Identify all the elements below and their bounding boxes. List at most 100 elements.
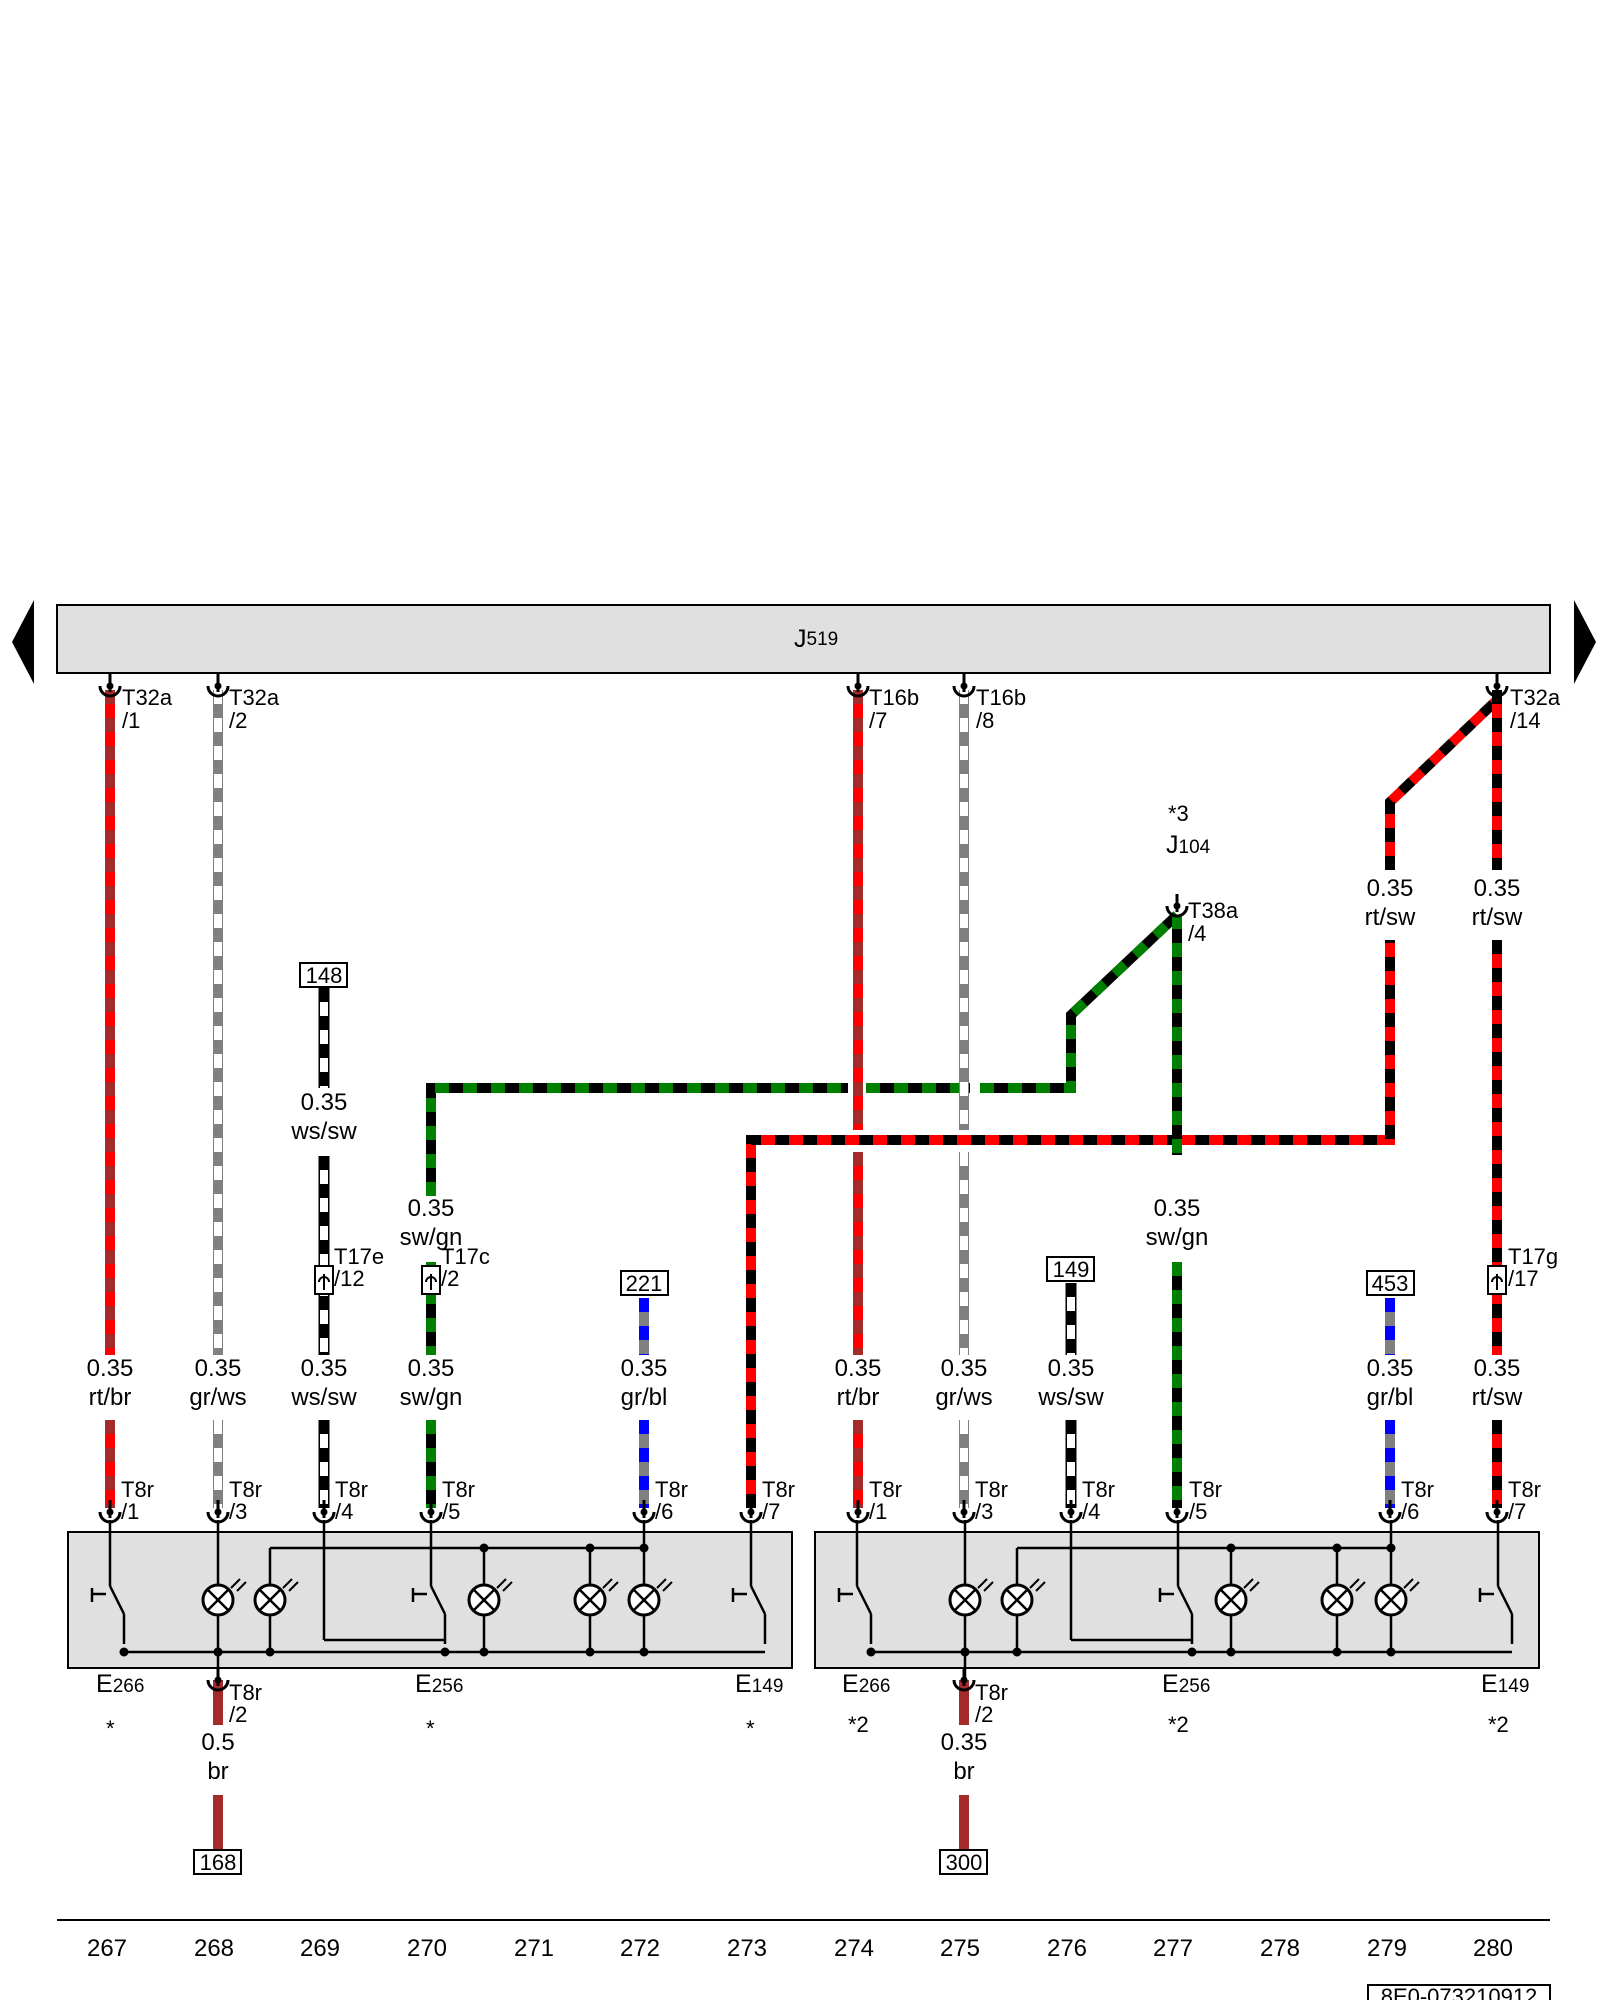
inline-t17c [421,1265,441,1295]
right-panel-lamp-0-rays [977,1578,994,1592]
t8r-pin-7-dot [960,1508,968,1516]
left-panel-switch-e149 [731,1570,767,1644]
t8r-pin-5-dot [747,1508,755,1516]
right-panel-lamp-2-rays [1243,1578,1260,1592]
left-panel-lamp-0-rays [230,1578,247,1592]
column-number-272: 272 [620,1935,660,1962]
t8r-label-273: T8r/7 [762,1477,795,1524]
svg-text:J519: J519 [794,625,838,653]
left-panel-lamp-1-cross2 [259,1589,281,1611]
next-page-arrow[interactable] [1574,600,1596,684]
t8r-label-280: T8r/7 [1508,1477,1541,1524]
t8r-pin-10-dot [1386,1508,1394,1516]
panel-internals [90,1520,1514,1680]
t8r-label-275: T8r/3 [975,1477,1008,1524]
pin-t16b-7-arc [846,685,870,698]
reference-boxes: 148 221 149 453 168 300 [193,962,1415,1875]
right-panel-bus-node-mid [1187,1647,1197,1657]
left-panel-lamp-node-2 [479,1647,489,1657]
component-e266-left: E266 [96,1670,144,1698]
note-e256-left: * [426,1716,435,1741]
left-panel-lamp-node-4 [639,1647,649,1657]
t8r-pin-8-arc [1059,1511,1083,1524]
wires-layer [105,690,1502,1850]
inline-label-t17g: T17g/17 [1508,1244,1558,1291]
pin-t32a-1-arc [98,685,122,698]
column-number-279: 279 [1367,1935,1407,1962]
pin-label-t16b-8: T16b/8 [976,685,1026,733]
t8r-pin-4 [632,1500,656,1524]
t8r-label-268: T8r/3 [229,1477,262,1524]
right-panel-top-node-b [1332,1543,1342,1553]
t8r-pin-6-arc [846,1511,870,1524]
left-panel-bus-node-mid [440,1647,450,1657]
left-panel-lamp-node-1 [265,1647,275,1657]
left-panel-top-node-b [585,1543,595,1553]
right-panel-lamp-3-rays [1349,1578,1366,1592]
ref-box-453[interactable]: 453 [1366,1270,1415,1296]
pin-t32a-14-arc [1485,685,1509,698]
j519-letter: J [794,625,807,653]
right-panel-switch-e256 [1158,1570,1194,1644]
ref-box-149[interactable]: 149 [1046,1256,1095,1282]
wire-273-base [746,940,1395,1508]
pin-label-t38a-4: T38a/4 [1188,898,1239,946]
note-e256-right: *2 [1168,1712,1189,1737]
component-labels: E266 E256 E149 E266 E256 E149 * * * *2 *… [96,1670,1529,1741]
wire-273 [746,696,1501,1508]
ref-box-221[interactable]: 221 [620,1270,669,1296]
sub-unit-j104: *3 J104 T38a/4 [1166,801,1239,946]
t8r-pin-3-dot [427,1508,435,1516]
ref-box-300[interactable]: 300 [939,1849,988,1875]
previous-page-arrow[interactable] [12,600,34,684]
column-number-275: 275 [940,1935,980,1962]
connector-symbols [98,674,1509,1692]
t8r-label-269: T8r/4 [335,1477,368,1524]
t8r-pin-ground-left [206,1668,230,1692]
svg-text:453: 453 [1372,1271,1409,1296]
right-panel-ground-node [960,1647,970,1657]
t8r-pin-3 [419,1500,443,1524]
right-panel-switch-e149-blade [1496,1585,1514,1615]
t8r-pin-1-dot [214,1508,222,1516]
left-panel-lamp-0-cross2 [207,1589,229,1611]
component-e149-right: E149 [1481,1670,1529,1698]
right-panel-lamp-node-1 [1012,1647,1022,1657]
component-e256-right: E256 [1162,1670,1210,1698]
left-panel-lamp-3-cross2 [579,1589,601,1611]
column-number-280: 280 [1473,1935,1513,1962]
pin-t32a-2-arc [206,685,230,698]
column-number-277: 277 [1153,1935,1193,1962]
left-panel-lamp-3 [573,1578,619,1617]
left-panel-switch-e266 [90,1570,126,1644]
ref-box-168[interactable]: 168 [193,1849,242,1875]
t8r-pin-8-dot [1067,1508,1075,1516]
t8r-pin-9-arc [1165,1511,1189,1524]
right-panel-lamp-4-cross2 [1380,1589,1402,1611]
pin-t32a-2-dot [214,682,222,690]
right-panel-switch-e266-blade [855,1585,873,1615]
pin-label-t16b-7: T16b/7 [869,685,919,733]
wire-270-upper [426,911,1181,1196]
right-panel-lamp-0 [948,1578,994,1617]
t8r-pin-ground-right-dot [960,1676,968,1684]
pin-t16b-8-arc [952,685,976,698]
right-panel-lamp-4-rays [1403,1578,1420,1592]
inline-label-t17e: T17e/12 [334,1244,384,1291]
right-panel-switch-e256-blade [1176,1585,1194,1615]
control-unit-j519: J519 [56,604,1551,674]
ref-box-148[interactable]: 148 [299,962,348,988]
left-panel-lamp-3-rays [602,1578,619,1592]
component-e149-left: E149 [735,1670,783,1698]
